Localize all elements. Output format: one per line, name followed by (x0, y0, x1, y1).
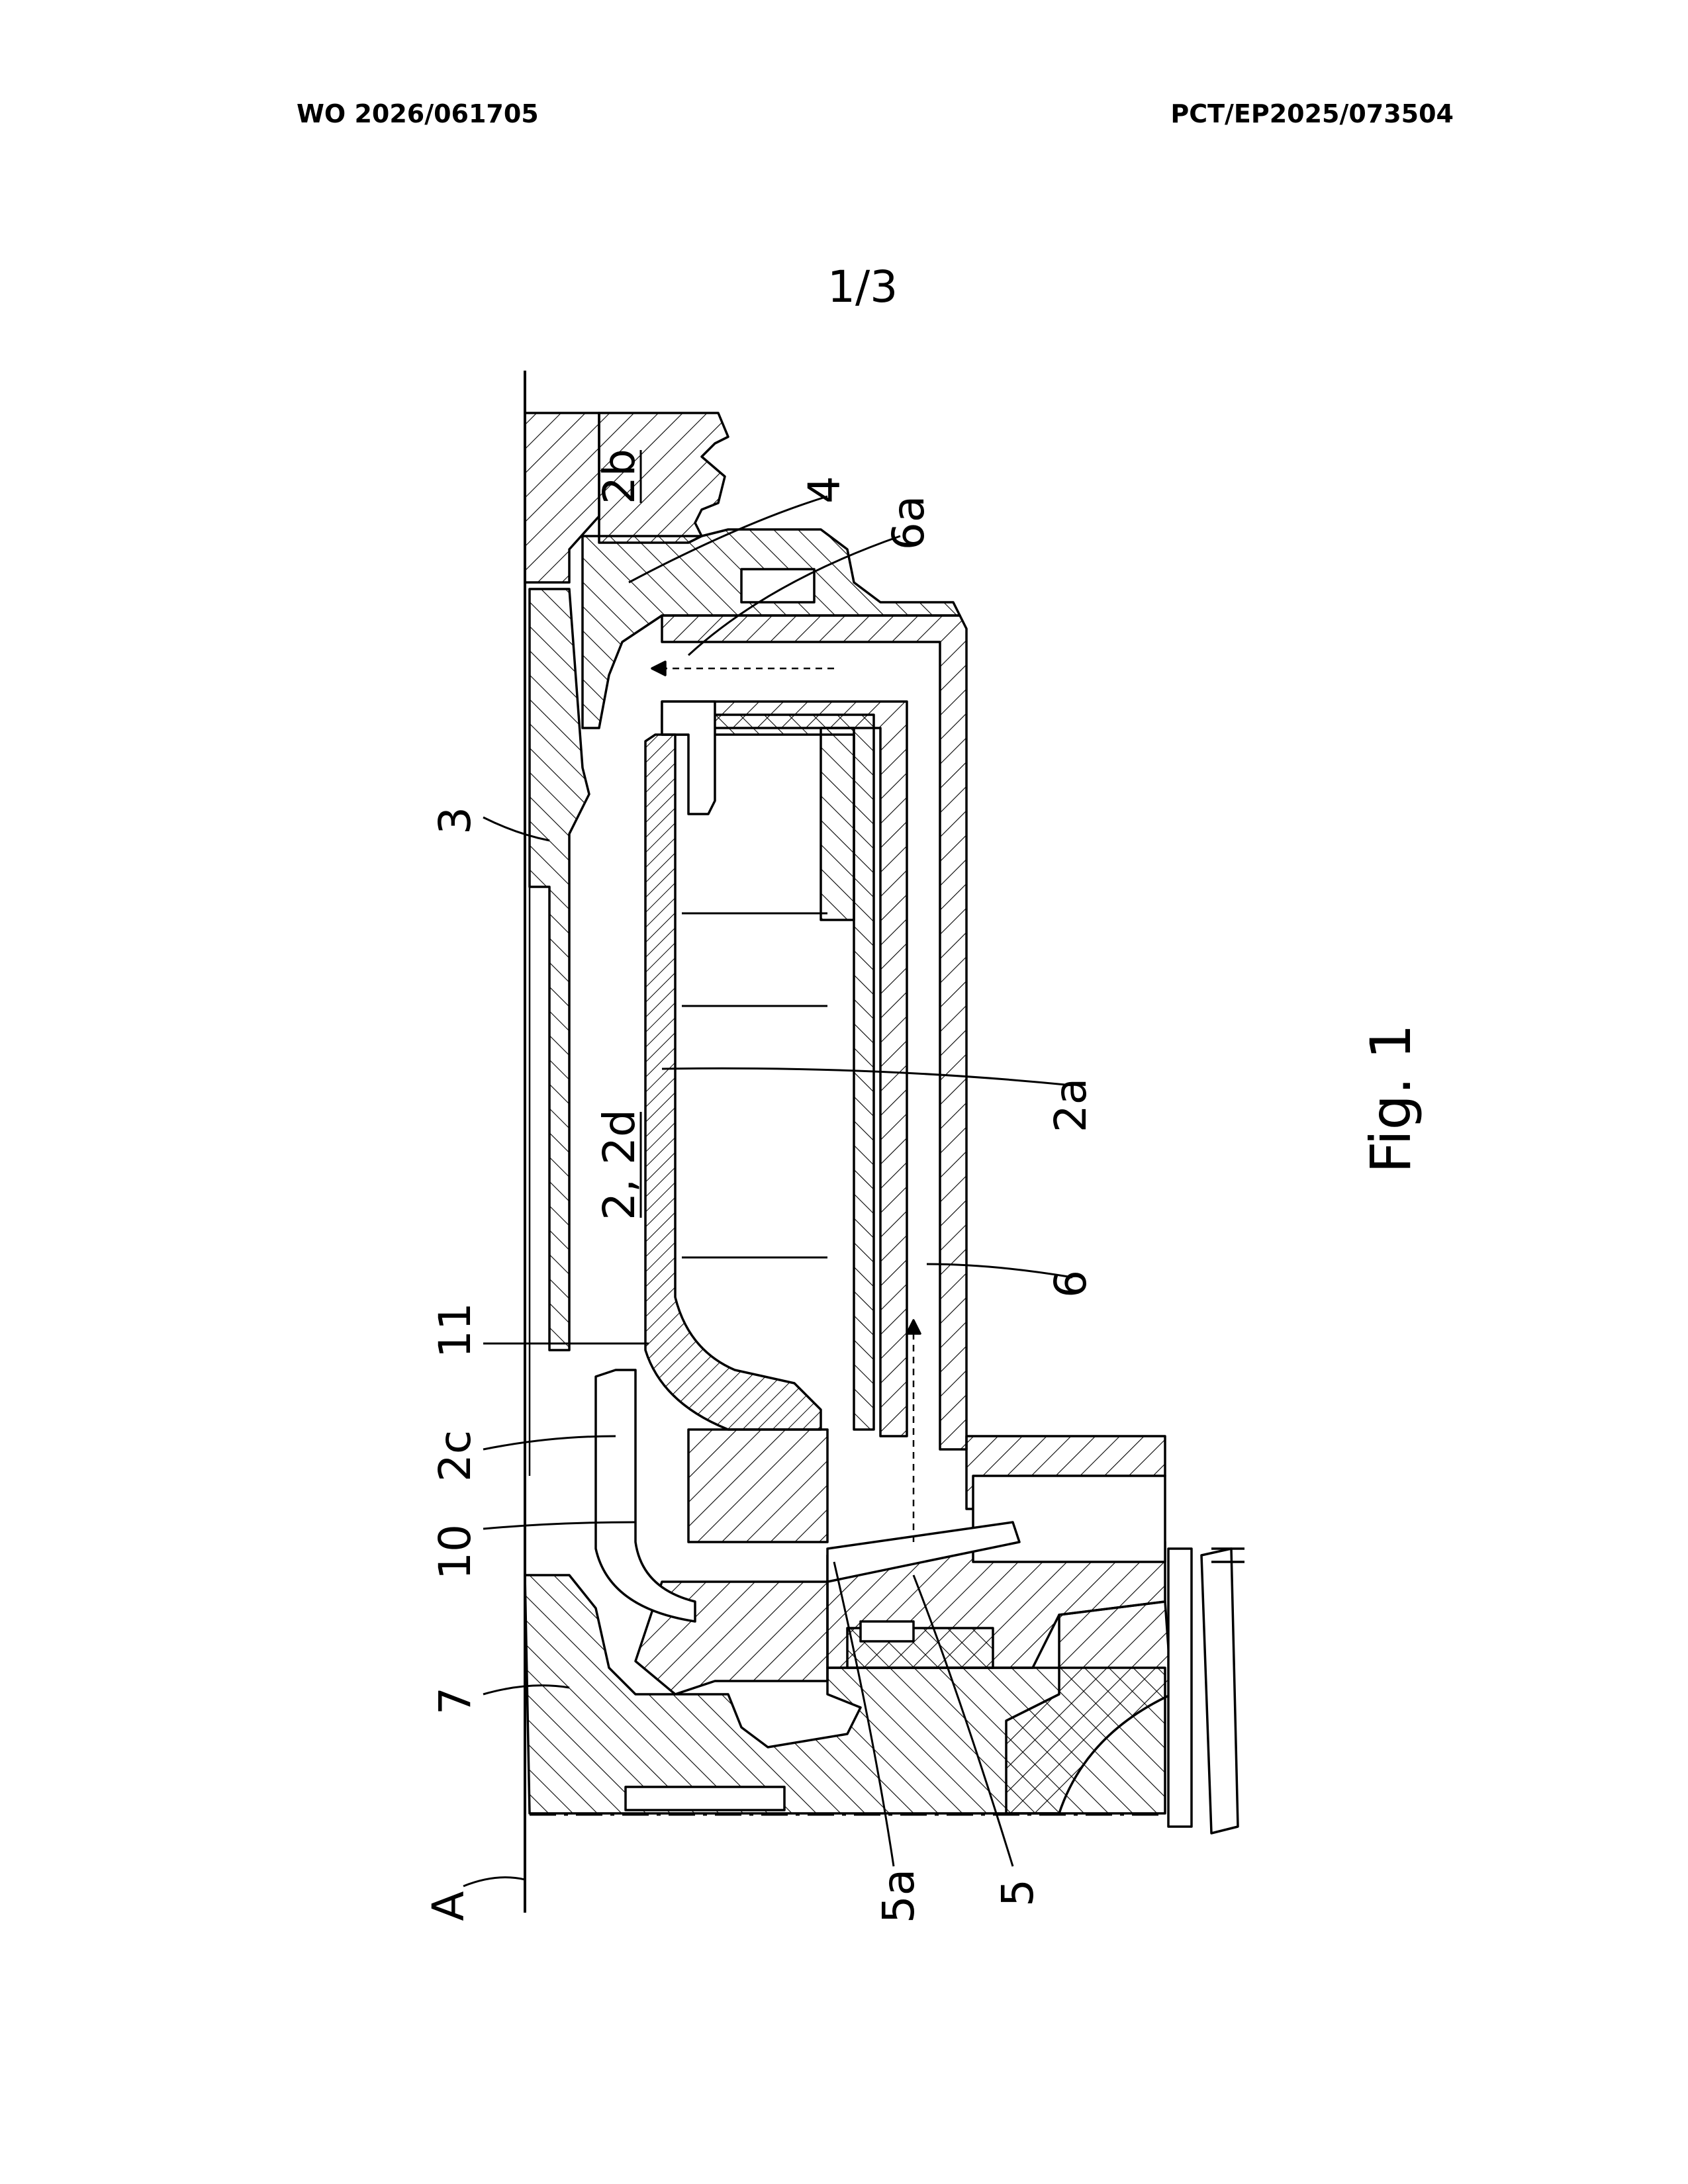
label-2a: 2a (1045, 1078, 1096, 1132)
label-4: 4 (799, 476, 850, 504)
label-10: 10 (430, 1524, 481, 1580)
label-7: 7 (430, 1687, 481, 1715)
figure-caption: Fig. 1 (1358, 1024, 1423, 1173)
flow-arrow-top-head (652, 662, 665, 675)
label-5a: 5a (873, 1869, 924, 1923)
label-A: A (423, 1891, 474, 1921)
part-5-slot (861, 1621, 914, 1641)
bearing-block-upper (688, 1430, 827, 1542)
fin-2 (1201, 1549, 1238, 1833)
part-7-slot (626, 1787, 784, 1810)
rotor-2a (645, 735, 821, 1430)
label-2b: 2b (594, 449, 645, 504)
label-11: 11 (430, 1302, 481, 1358)
label-3: 3 (430, 807, 481, 835)
label-2-2d: 2, 2d (594, 1109, 645, 1220)
label-6: 6 (1045, 1270, 1096, 1298)
label-5: 5 (992, 1879, 1043, 1907)
right-boss (973, 1476, 1165, 1562)
part-3-sleeve (530, 589, 589, 1350)
flow-arrow-bottom-head (907, 1320, 920, 1334)
label-6a: 6a (883, 496, 934, 550)
part-4-slot (741, 569, 814, 602)
label-2c: 2c (430, 1430, 481, 1482)
fin-1 (1168, 1549, 1192, 1827)
leader-A (463, 1878, 525, 1886)
stator-segment-top (821, 728, 854, 920)
